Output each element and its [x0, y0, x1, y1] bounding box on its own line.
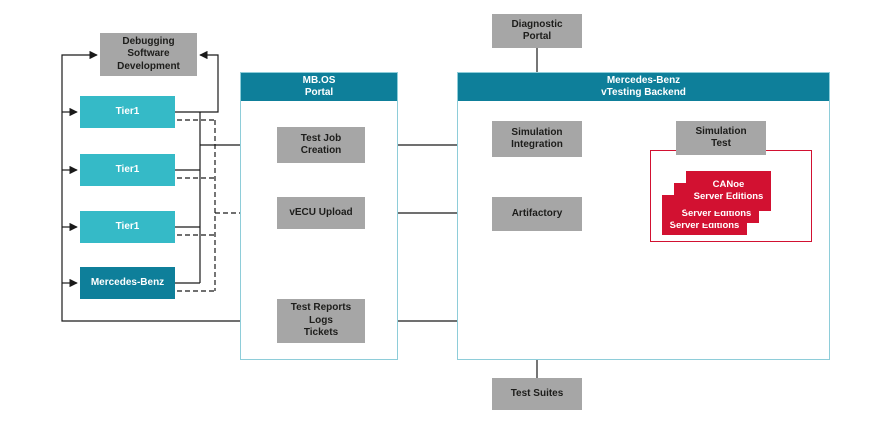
- node-test-reports-logs-tickets: Test Reports Logs Tickets: [277, 299, 365, 343]
- node-canoe-server-edition-front: CANoe Server Editions: [686, 171, 771, 211]
- node-label: Server Editions: [681, 208, 752, 220]
- node-tier1-1: Tier1: [80, 96, 175, 128]
- node-label: Mercedes-Benz: [90, 276, 165, 288]
- node-label: Simulation Integration: [511, 126, 563, 151]
- node-label: Tier1: [115, 220, 140, 232]
- node-test-suites: Test Suites: [492, 378, 582, 410]
- node-label: Tier1: [115, 105, 140, 117]
- container-vtesting-backend-header: Mercedes-Benz vTesting Backend: [458, 73, 829, 101]
- node-label: Test Job Creation: [300, 132, 342, 157]
- container-title: Mercedes-Benz vTesting Backend: [601, 74, 686, 99]
- node-simulation-test: Simulation Test: [676, 121, 766, 155]
- node-label: Debugging Software Development: [117, 35, 180, 72]
- node-label: Tier1: [115, 163, 140, 175]
- node-label: Diagnostic Portal: [511, 18, 563, 43]
- node-tier1-2: Tier1: [80, 154, 175, 186]
- node-label: Test Suites: [510, 387, 564, 399]
- node-vecu-upload: vECU Upload: [277, 197, 365, 229]
- node-label: Server Editions: [669, 220, 740, 232]
- node-tier1-3: Tier1: [80, 211, 175, 243]
- node-label: CANoe Server Editions: [693, 179, 764, 202]
- node-label: Test Reports Logs Tickets: [290, 302, 352, 339]
- node-debugging-software-development: Debugging Software Development: [100, 33, 197, 76]
- node-artifactory: Artifactory: [492, 197, 582, 231]
- node-label: Simulation Test: [695, 125, 747, 150]
- node-label: Artifactory: [511, 207, 563, 219]
- node-diagnostic-portal: Diagnostic Portal: [492, 14, 582, 48]
- container-mbos-portal-header: MB.OS Portal: [241, 73, 397, 101]
- node-label: vECU Upload: [289, 206, 353, 218]
- node-mercedes-benz: Mercedes-Benz: [80, 267, 175, 299]
- node-test-job-creation: Test Job Creation: [277, 127, 365, 163]
- node-simulation-integration: Simulation Integration: [492, 121, 582, 157]
- container-title: MB.OS Portal: [302, 74, 336, 99]
